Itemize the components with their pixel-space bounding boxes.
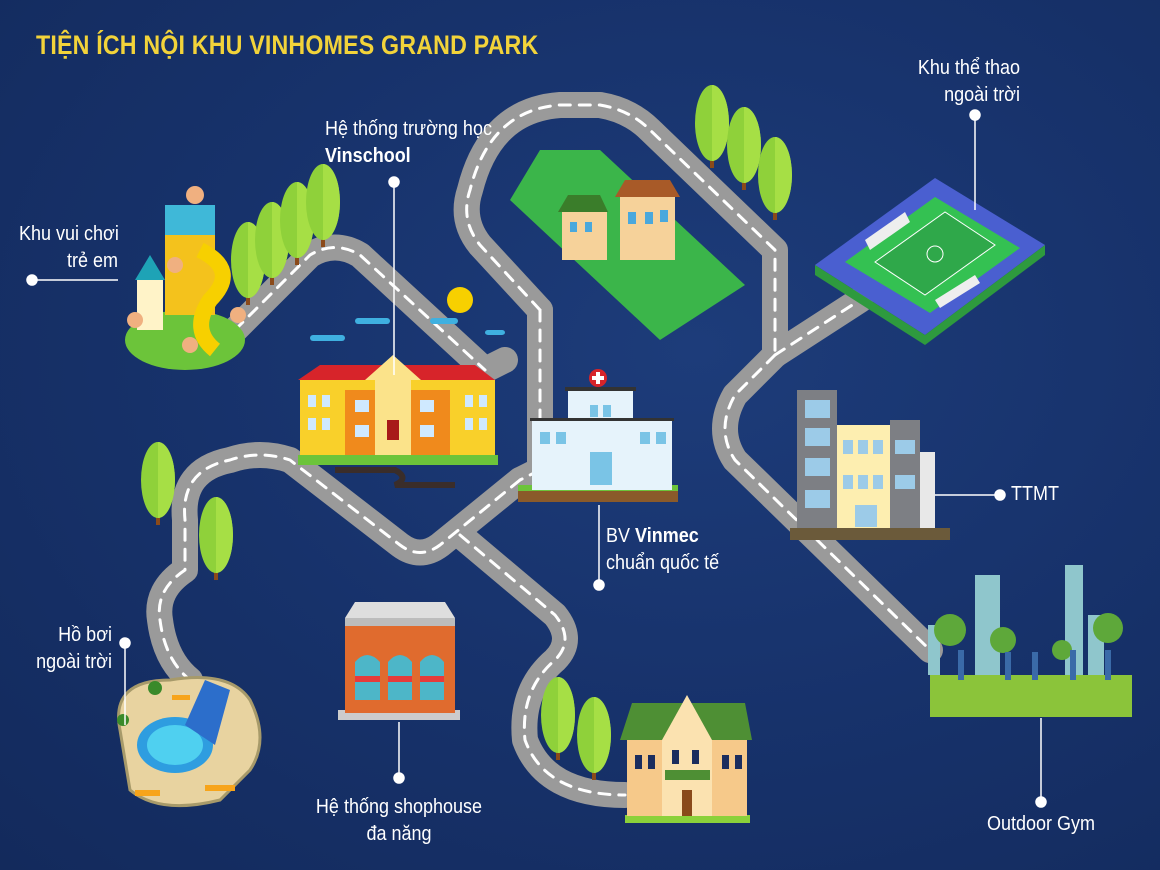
townhouse-icon: [620, 695, 752, 823]
swimming-pool-icon: [117, 676, 262, 808]
football-field-icon: [815, 178, 1045, 345]
label-sports: Khu thể thao ngoài trời: [917, 57, 1020, 106]
park-gym-icon: [928, 565, 1132, 717]
leader-lines: [26, 109, 1047, 808]
label-outdoor-gym: Outdoor Gym: [986, 813, 1096, 835]
label-hospital: BV Vinmec chuẩn quốc tế: [606, 525, 720, 574]
label-mall: TTMT: [1011, 483, 1059, 505]
page-title: TIỆN ÍCH NỘI KHU VINHOMES GRAND PARK: [36, 30, 539, 60]
school-icon: [298, 287, 505, 488]
shophouse-icon: [338, 602, 460, 720]
label-playground: Khu vui chơi trẻ em: [19, 223, 119, 272]
villa-icon: [558, 180, 680, 260]
playground-icon: [125, 186, 246, 370]
mall-icon: [790, 390, 950, 540]
hospital-icon: [518, 369, 678, 502]
label-shophouse: Hệ thống shophouse đa năng: [315, 796, 483, 845]
label-school: Hệ thống trường học Vinschool: [325, 118, 492, 167]
label-pool: Hồ bơi ngoài trời: [36, 624, 112, 673]
